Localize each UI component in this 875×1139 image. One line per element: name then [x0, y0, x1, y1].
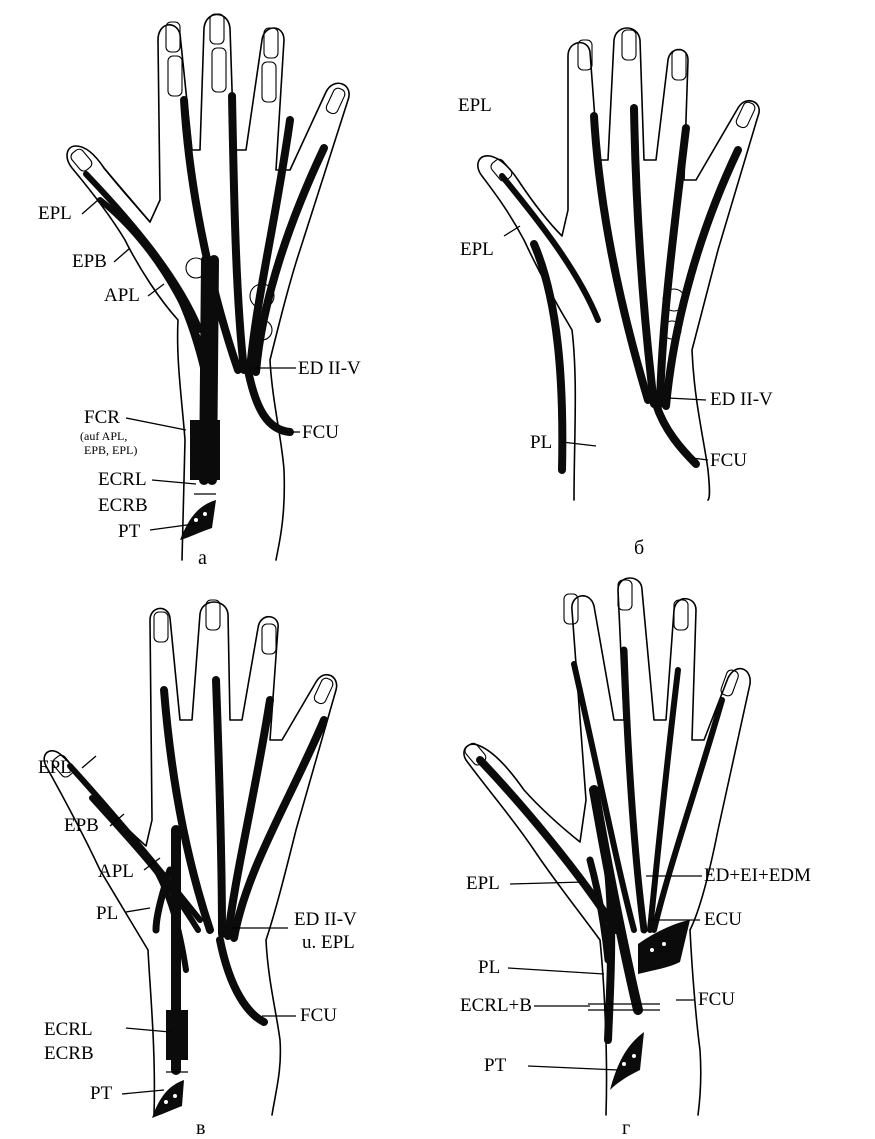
hand-illustration-g	[438, 570, 875, 1139]
label-epb: EPB	[72, 252, 107, 271]
label-ecrl: ECRL	[98, 470, 147, 489]
leader-lines-v	[82, 756, 296, 1094]
label-epl-top: EPL	[458, 96, 492, 115]
label-ecrl-b: ECRL+B	[460, 996, 532, 1015]
label-epl: EPL	[460, 240, 494, 259]
muscle-stump-pt	[610, 1032, 644, 1090]
hand-illustration-b	[438, 0, 875, 569]
label-pl: PL	[96, 904, 118, 923]
panel-caption: б	[634, 538, 644, 558]
label-pl: PL	[530, 433, 552, 452]
tendons-b	[502, 108, 738, 470]
muscle-stump-ecr	[166, 1010, 188, 1060]
label-fcr-note-1: (auf APL,	[80, 430, 127, 444]
finger-bones	[463, 580, 740, 767]
label-fcu: FCU	[710, 451, 747, 470]
label-ecrb: ECRB	[98, 496, 148, 515]
label-apl: APL	[104, 286, 140, 305]
label-epl: EPL	[38, 204, 72, 223]
label-ed-1: ED II-V	[294, 910, 357, 929]
label-ed-2: u. EPL	[302, 933, 355, 952]
label-pl: PL	[478, 958, 500, 977]
label-ed: ED II-V	[710, 390, 773, 409]
label-ed: ED II-V	[298, 359, 361, 378]
label-pt: PT	[484, 1056, 506, 1075]
label-fcr: FCR	[84, 408, 120, 427]
panel-v: EPL EPB APL PL ED II-V u. EPL FCU ECRL E…	[0, 570, 437, 1139]
label-apl: APL	[98, 862, 134, 881]
label-epl: EPL	[466, 874, 500, 893]
panel-caption: г	[622, 1118, 630, 1138]
label-ecrl: ECRL	[44, 1020, 93, 1039]
finger-bones	[51, 600, 335, 779]
label-fcu: FCU	[302, 423, 339, 442]
label-pt: PT	[118, 522, 140, 541]
label-epb: EPB	[64, 816, 99, 835]
label-epl: EPL	[38, 758, 72, 777]
label-fcu: FCU	[698, 990, 735, 1009]
label-fcu: FCU	[300, 1006, 337, 1025]
label-ecu: ECU	[704, 910, 742, 929]
panel-g: EPL ED+EI+EDM ECU PL ECRL+B FCU PT г	[438, 570, 875, 1139]
panel-caption: а	[198, 548, 207, 568]
label-ed: ED+EI+EDM	[704, 866, 811, 885]
muscle-stump-pt	[152, 1080, 184, 1118]
panel-caption: в	[196, 1118, 205, 1138]
muscle-stump-ecr	[190, 420, 220, 480]
panel-b: EPL EPL ED II-V PL FCU б	[438, 0, 875, 569]
label-fcr-note-2: EPB, EPL)	[84, 444, 137, 458]
hand-outline	[478, 28, 759, 500]
tendons-g	[480, 650, 722, 1040]
hand-illustration-a	[0, 0, 437, 569]
label-pt: PT	[90, 1084, 112, 1103]
panel-a: EPL EPB APL ED II-V FCR (auf APL, EPB, E…	[0, 0, 437, 569]
label-ecrb: ECRB	[44, 1044, 94, 1063]
